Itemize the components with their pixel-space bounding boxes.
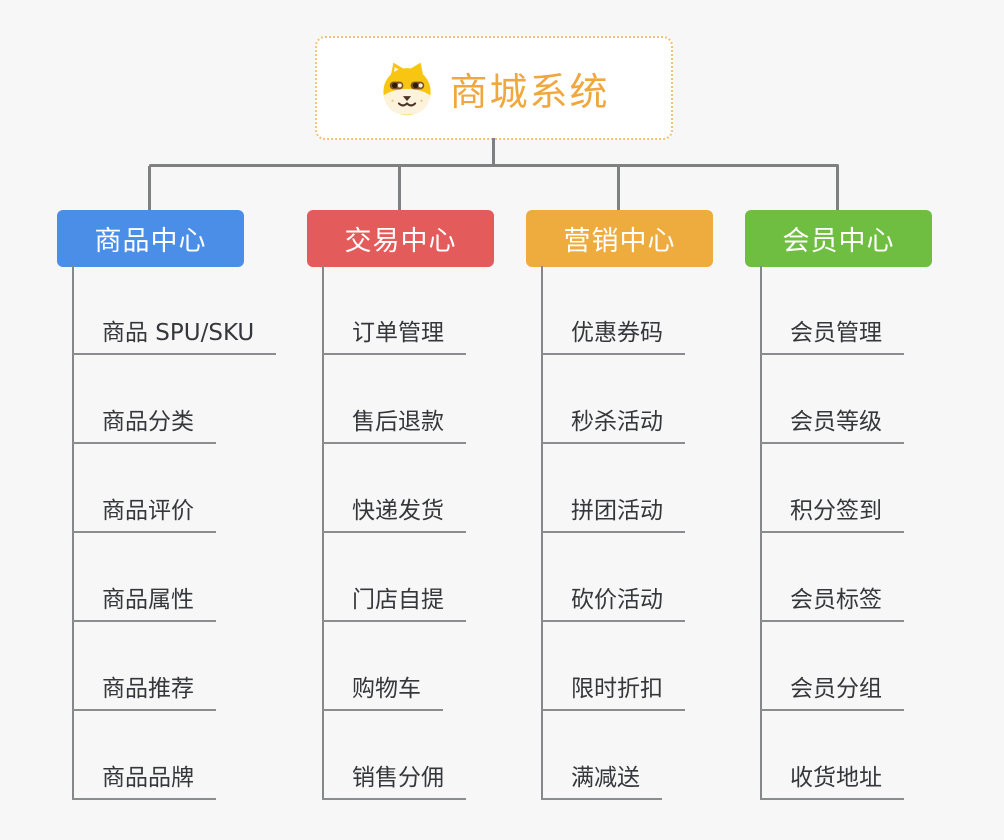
subtopic[interactable]: 商品推荐 [72,665,216,711]
subtopic[interactable]: 购物车 [322,665,443,711]
branch-spine-trade [322,266,324,800]
subtopic[interactable]: 门店自提 [322,576,466,622]
subtopic[interactable]: 积分签到 [760,487,904,533]
connector-drop-member [836,166,839,211]
branch-topic-product-center[interactable]: 商品中心 [57,210,244,267]
subtopic[interactable]: 商品评价 [72,487,216,533]
subtopic[interactable]: 会员标签 [760,576,904,622]
connector-drop-product [148,166,151,211]
connector-drop-trade [398,166,401,211]
subtopic[interactable]: 订单管理 [322,309,466,355]
connector-drop-marketing [617,166,620,211]
subtopic[interactable]: 快递发货 [322,487,466,533]
root-topic[interactable]: 商城系统 [315,36,673,140]
subtopic[interactable]: 商品品牌 [72,754,216,800]
branch-label: 营销中心 [563,226,676,257]
branch-label: 商品中心 [94,226,207,257]
subtopic[interactable]: 限时折扣 [541,665,685,711]
branch-label: 会员中心 [782,226,895,257]
subtopic[interactable]: 会员分组 [760,665,904,711]
subtopic[interactable]: 拼团活动 [541,487,685,533]
branch-spine-marketing [541,266,543,800]
subtopic[interactable]: 商品 SPU/SKU [72,309,277,355]
subtopic[interactable]: 销售分佣 [322,754,466,800]
subtopic[interactable]: 优惠券码 [541,309,685,355]
subtopic[interactable]: 收货地址 [760,754,904,800]
subtopic[interactable]: 满减送 [541,754,662,800]
subtopic[interactable]: 会员管理 [760,309,904,355]
subtopic[interactable]: 秒杀活动 [541,398,685,444]
subtopic[interactable]: 商品属性 [72,576,216,622]
subtopic[interactable]: 砍价活动 [541,576,685,622]
connector-bus [149,164,839,167]
subtopic[interactable]: 会员等级 [760,398,904,444]
subtopic[interactable]: 售后退款 [322,398,466,444]
branch-topic-member-center[interactable]: 会员中心 [745,210,932,267]
connector-trunk [492,138,495,166]
branch-spine-member [760,266,762,800]
shiba-dog-icon [383,62,432,116]
root-topic-label: 商城系统 [449,69,610,114]
branch-spine-product [72,266,74,800]
branch-label: 交易中心 [344,226,457,257]
branch-topic-trade-center[interactable]: 交易中心 [307,210,494,267]
branch-topic-marketing-center[interactable]: 营销中心 [526,210,713,267]
subtopic[interactable]: 商品分类 [72,398,216,444]
